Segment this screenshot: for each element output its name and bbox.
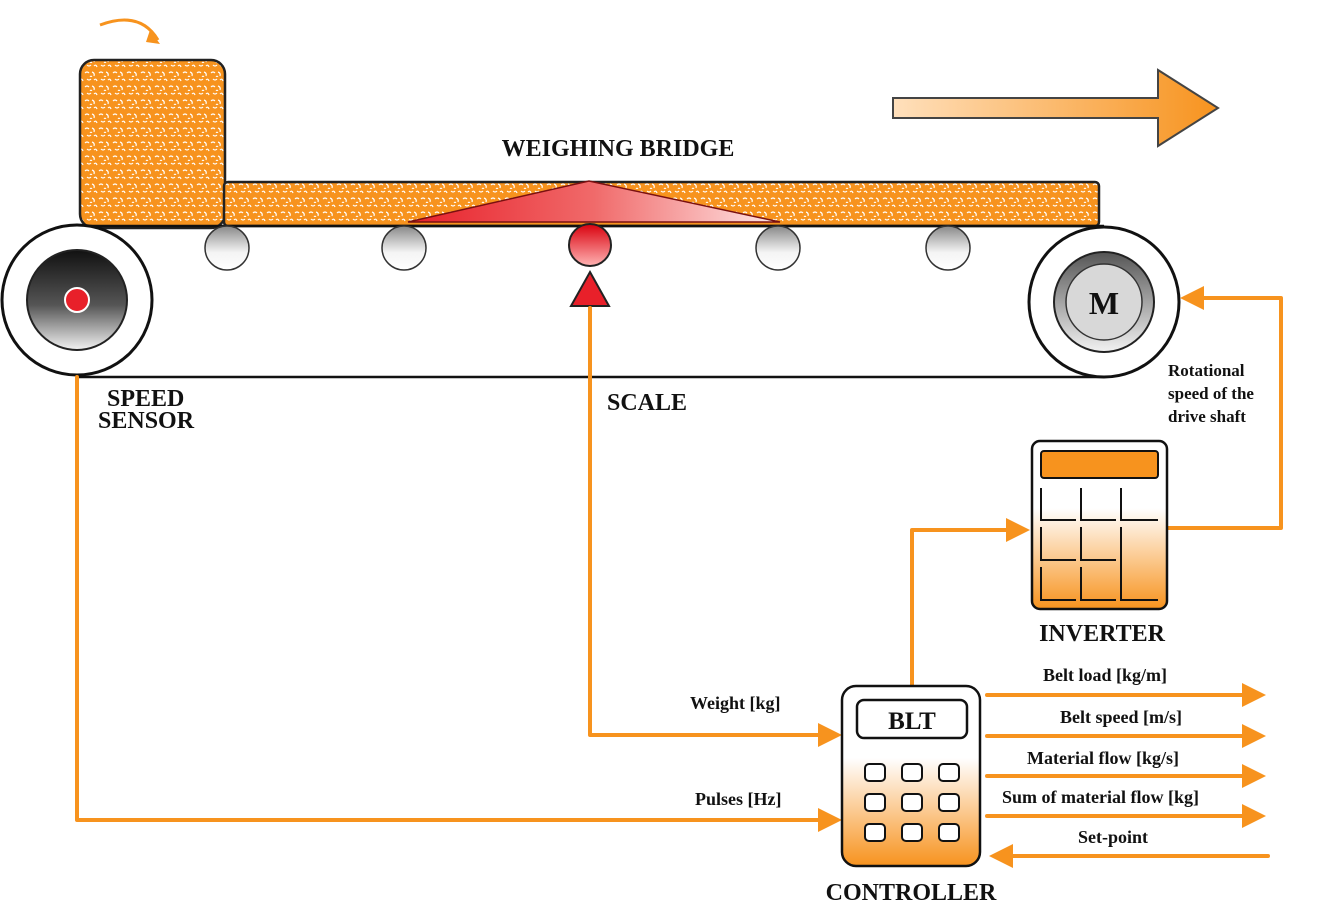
inverter-label: INVERTER: [1039, 621, 1166, 647]
scale-label: SCALE: [607, 390, 687, 416]
scale-sensor: [568, 223, 612, 307]
output-sum-material-flow: Sum of material flow [kg]: [1002, 787, 1199, 807]
weighing-bridge-label: WEIGHING BRIDGE: [502, 136, 735, 162]
speed-sensor-drum: [0, 223, 154, 377]
pulses-label: Pulses [Hz]: [695, 789, 781, 809]
weighing-bridge: [407, 180, 781, 223]
blt-display: BLT: [888, 708, 936, 735]
weight-label: Weight [kg]: [690, 693, 781, 713]
direction-arrow: [892, 68, 1220, 148]
idler-rollers: [204, 225, 971, 271]
controller-label: CONTROLLER: [826, 880, 997, 906]
speed-sensor-label-line1: SPEED: [107, 386, 184, 412]
inverter-unit: [1030, 439, 1169, 611]
rotational-speed-label-3: drive shaft: [1168, 407, 1246, 426]
hopper-material: [78, 18, 227, 230]
motor-drum: M: [1027, 225, 1181, 379]
controller-unit: BLT: [840, 684, 982, 868]
setpoint-label: Set-point: [1078, 827, 1148, 847]
rotational-speed-label-2: speed of the: [1168, 384, 1254, 403]
motor-label: M: [1089, 285, 1119, 321]
speed-sensor-label-line2: SENSOR: [98, 408, 195, 434]
output-belt-speed: Belt speed [m/s]: [1060, 707, 1182, 727]
output-material-flow: Material flow [kg/s]: [1027, 748, 1179, 768]
output-belt-load: Belt load [kg/m]: [1043, 665, 1167, 685]
rotational-speed-label-1: Rotational: [1168, 361, 1245, 380]
signal-wires: [75, 286, 1283, 868]
